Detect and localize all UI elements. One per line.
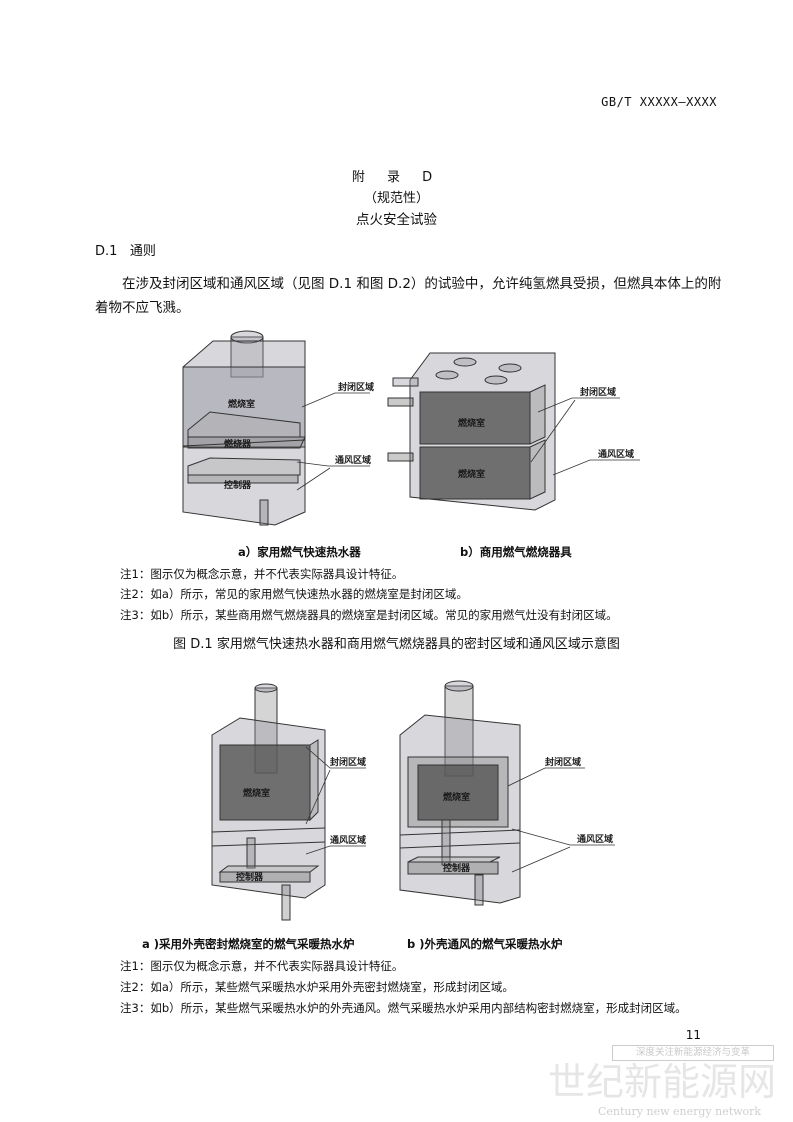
appendix-name: 点火安全试验 [356,212,437,228]
section-number: D.1 [95,244,118,259]
d2a-label-sealed: 封闭区域 [330,756,366,768]
d1b-label-sealed: 封闭区域 [580,386,616,398]
section-title: 通则 [129,244,156,259]
d1-note-3: 注3：如b）所示，某些商用燃气燃烧器具的燃烧室是封闭区域。常见的家用燃气灶没有封… [120,608,618,622]
d2-note-1: 注1：图示仅为概念示意，并不代表实际器具设计特征。 [120,959,404,973]
d2-note-3: 注3：如b）所示，某些燃气采暖热水炉的外壳通风。燃气采暖热水炉采用内部结构密封燃… [120,1001,687,1015]
figure-d1a-diagram [182,330,306,526]
section-heading: D.1 通则 [95,244,156,260]
body-paragraph: 在涉及封闭区域和通风区域（见图 D.1 和图 D.2）的试验中，允许纯氢燃具受损… [95,276,722,316]
d2a-label-chamber: 燃烧室 [243,787,270,799]
d1a-label-sealed: 封闭区域 [338,381,374,393]
watermark-english: Century new energy network [598,1105,762,1118]
watermark-slogan: 深度关注新能源经济与变革 [612,1045,774,1061]
d1b-label-ventilated: 通风区域 [598,448,634,460]
d1a-label-chamber: 燃烧室 [228,398,255,410]
d2b-label-chamber: 燃烧室 [443,791,470,803]
d2a-label-ventilated: 通风区域 [330,834,366,846]
figure-d1-title: 图 D.1 家用燃气快速热水器和商用燃气燃烧器具的密封区域和通风区域示意图 [173,637,620,652]
watermark-name: 世纪新能源网 [548,1060,777,1104]
d1-note-1: 注1：图示仅为概念示意，并不代表实际器具设计特征。 [120,567,404,581]
standard-number: GB/T XXXXX—XXXX [601,95,717,109]
d2a-caption: a )采用外壳密封燃烧室的燃气采暖热水炉 [142,937,355,951]
d2b-label-sealed: 封闭区域 [545,756,581,768]
d1a-label-burner: 燃烧器 [224,438,252,450]
d2b-label-controller: 控制器 [443,862,471,874]
d1b-caption: b）商用燃气燃烧器具 [460,545,572,559]
d1b-label-chamber-2: 燃烧室 [458,468,485,480]
figure-d2b-diagram [399,680,521,906]
leader-lines [296,392,640,873]
d1-note-2: 注2：如a）所示，常见的家用燃气快速热水器的燃烧室是封闭区域。 [120,587,468,601]
d1b-label-chamber-1: 燃烧室 [458,417,485,429]
figure-d2a-diagram [211,683,326,921]
appendix-type: （规范性） [363,191,429,206]
page-number: 11 [685,1028,701,1042]
d1a-label-ventilated: 通风区域 [335,454,371,466]
figure-d1b-diagram [387,352,556,511]
d2-note-2: 注2：如a）所示，某些燃气采暖热水炉采用外壳密封燃烧室，形成封闭区域。 [120,980,514,994]
d2a-label-controller: 控制器 [236,871,264,883]
d2b-caption: b )外壳通风的燃气采暖热水炉 [407,937,563,951]
d1a-label-controller: 控制器 [224,479,252,491]
d2b-label-ventilated: 通风区域 [577,833,613,845]
appendix-title: 附 录 D [351,170,442,185]
d1a-caption: a）家用燃气快速热水器 [238,545,361,559]
